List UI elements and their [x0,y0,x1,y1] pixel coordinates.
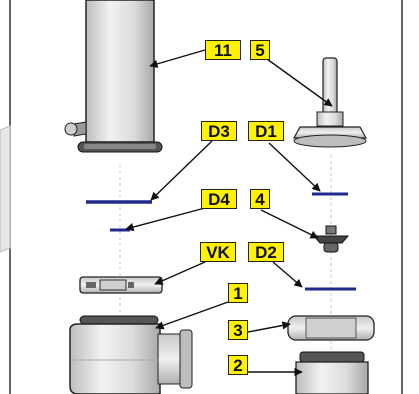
arrow-d2 [272,261,303,288]
arrow-3 [247,321,291,333]
callout-vk: VK [200,242,236,262]
arrow-1 [155,301,229,330]
callout-4: 4 [250,189,270,209]
callout-5: 5 [250,40,270,60]
leader-arrows [125,49,333,377]
part-3-cartridge [287,315,375,341]
callout-1: 1 [228,283,248,303]
callout-3: 3 [228,320,248,340]
side-panel-fragment [0,125,11,253]
arrow-vk [154,261,206,285]
arrow-5 [266,58,333,107]
part-11-tube [64,0,163,153]
callout-d3: D3 [201,121,237,141]
part-2-sleeve [295,351,369,394]
arrow-d4 [125,207,206,232]
part-5-knob [292,57,368,148]
callout-d1: D1 [248,121,284,141]
arrow-4 [260,209,319,239]
part-vk-piston [79,276,163,294]
callout-11: 11 [205,40,241,60]
part-1-body [69,315,193,394]
part-4-screw [312,225,350,253]
arrow-d3 [150,140,213,201]
arrow-d1 [268,142,321,192]
callout-d2: D2 [248,242,284,262]
callout-d4: D4 [201,189,237,209]
arrow-11 [149,49,206,68]
callout-2: 2 [228,355,248,375]
